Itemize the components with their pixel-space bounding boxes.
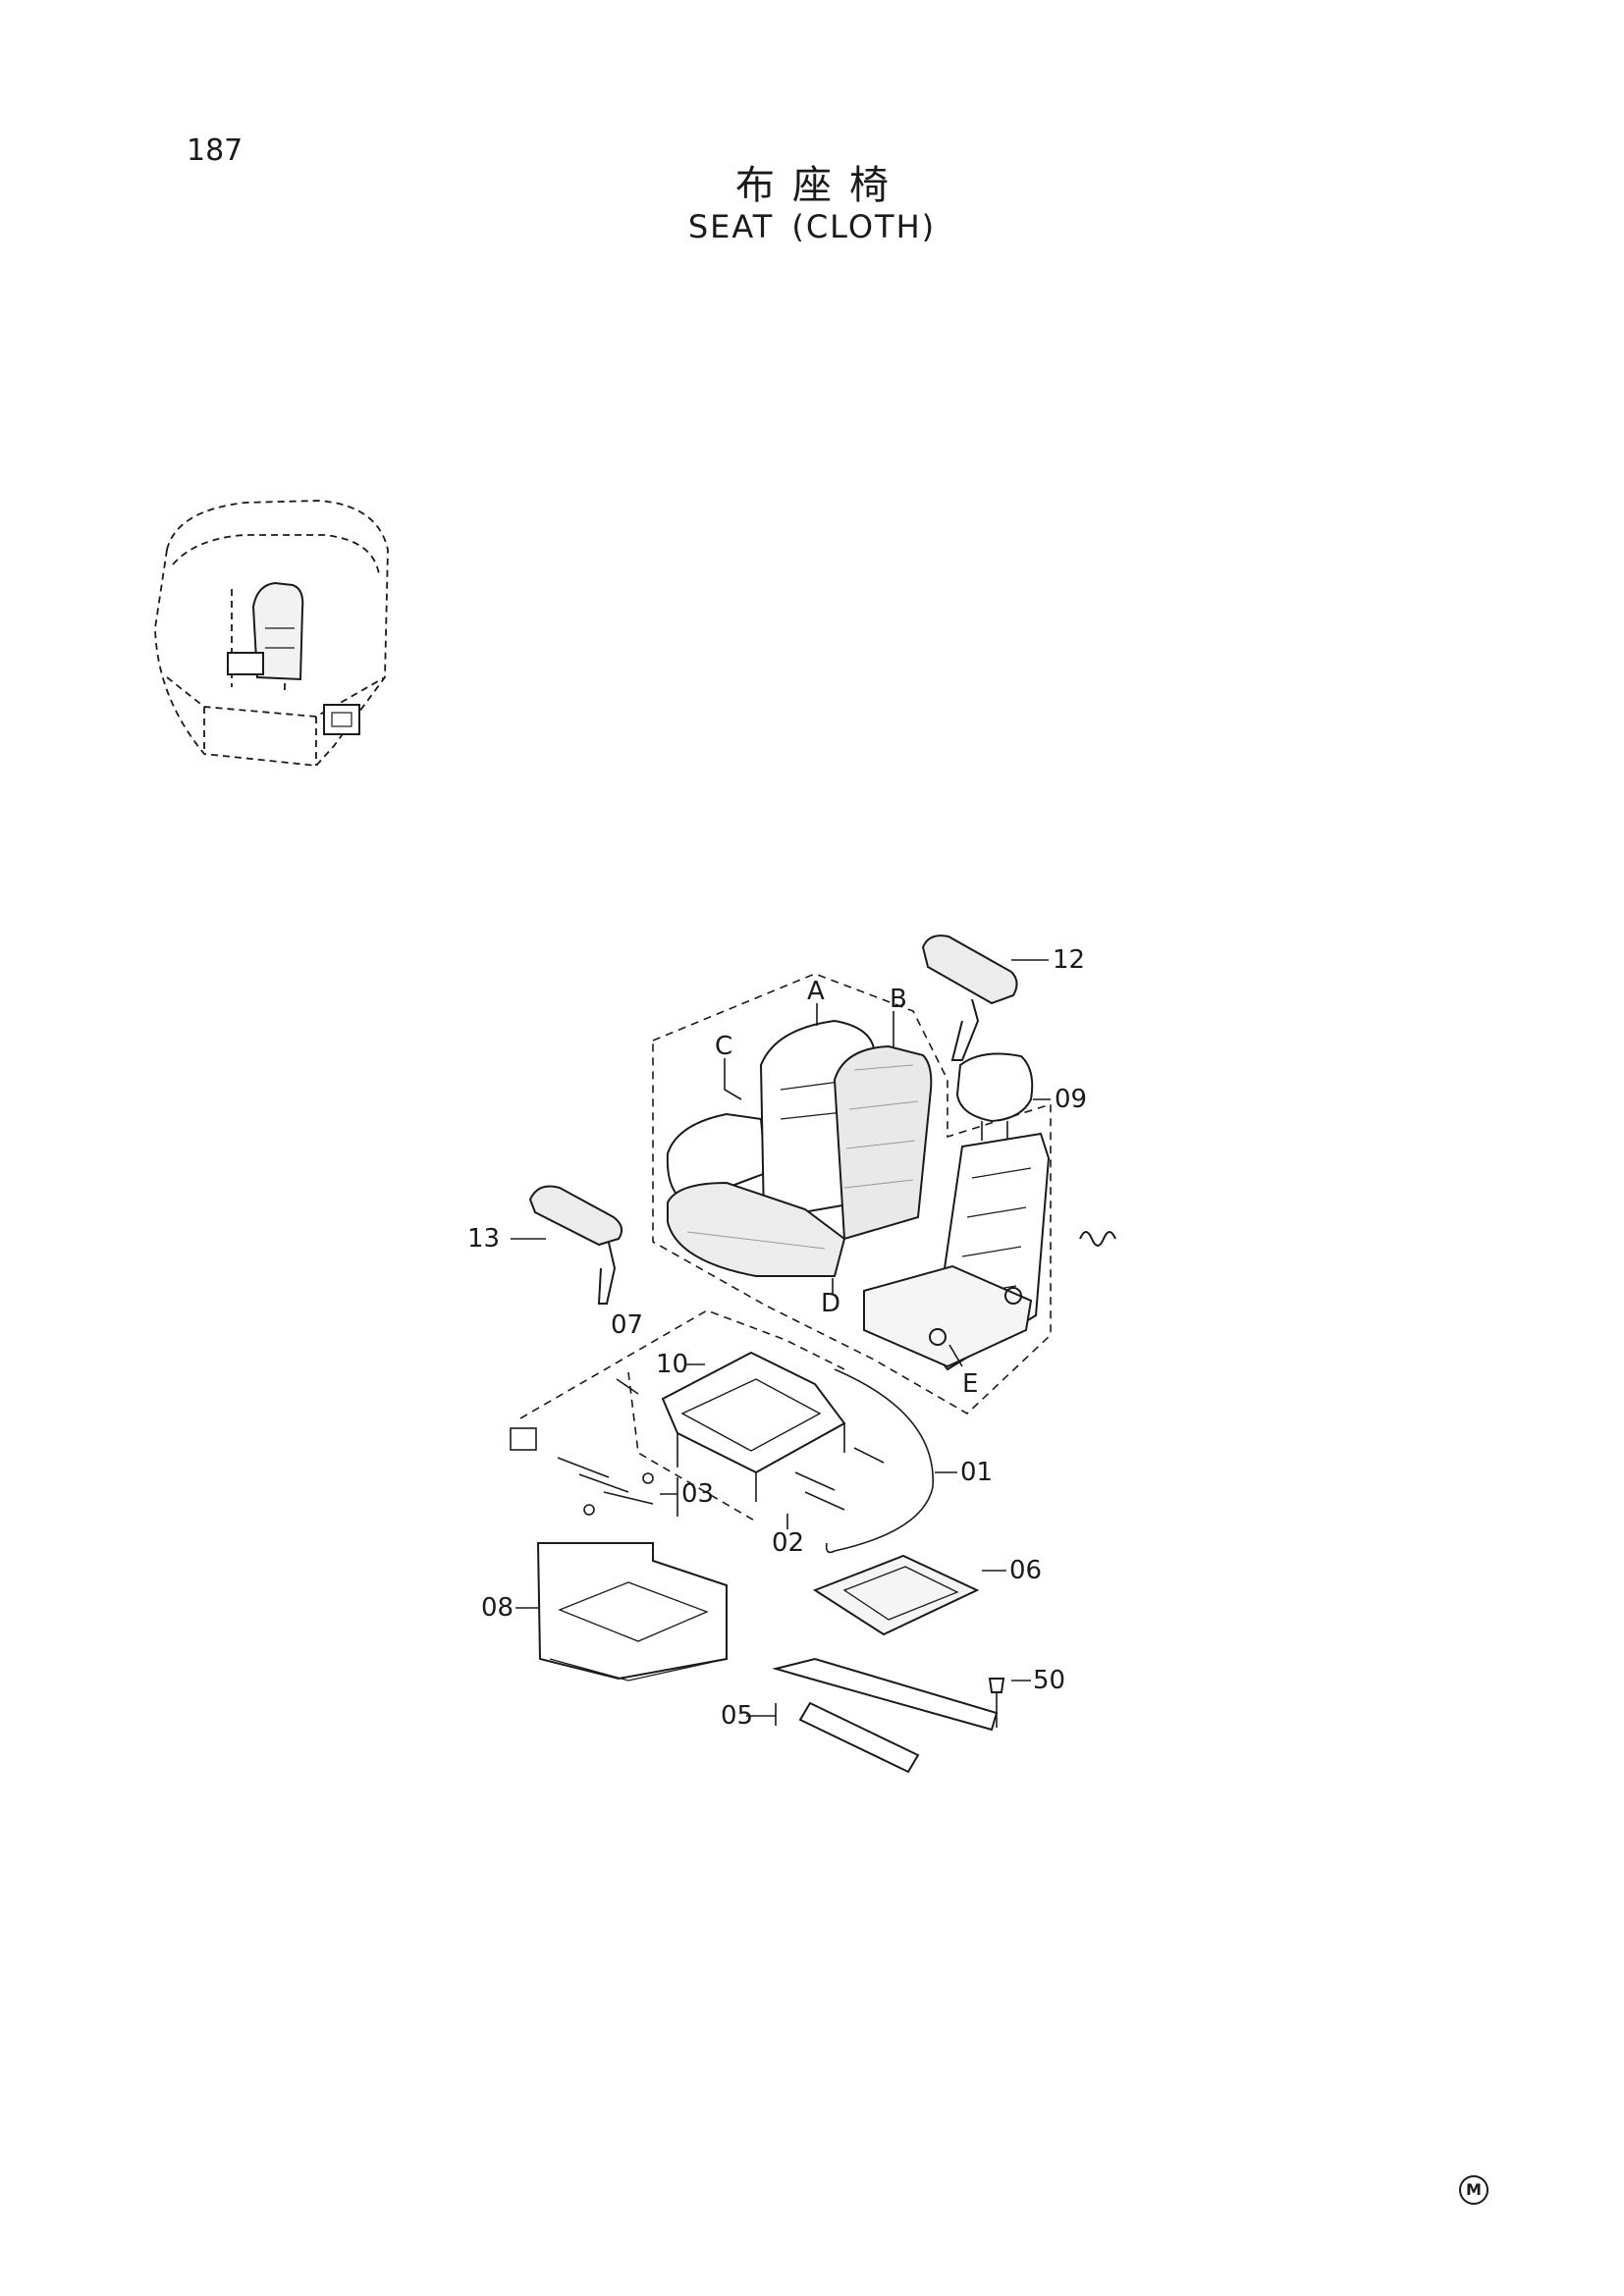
circled-m-mark: M	[1459, 2175, 1489, 2205]
title-english-cloth: (CLOTH)	[791, 208, 937, 245]
title-japanese: 布座椅	[735, 163, 906, 208]
title-english: SEAT (CLOTH)	[0, 208, 1624, 245]
slide-rail-group	[519, 1309, 845, 1522]
callout-50: 50	[1033, 1666, 1065, 1695]
title-english-seat: SEAT	[687, 208, 775, 245]
headrest-09-illustration	[955, 1052, 1034, 1141]
callout-13: 13	[467, 1224, 500, 1254]
callout-10: 10	[656, 1350, 688, 1379]
cab-seat-thumbnail	[227, 581, 360, 735]
cable-01-illustration	[825, 1368, 934, 1554]
bolt-50-illustration	[988, 1678, 1005, 1728]
suspension-08-illustration	[536, 1542, 728, 1682]
seat-frame-e-illustration	[863, 1132, 1051, 1371]
seat-cushion-illustration	[666, 1019, 933, 1277]
armrest-12-illustration	[921, 934, 1018, 1061]
slide-06-illustration	[812, 1554, 980, 1636]
rail-05-illustration	[772, 1657, 999, 1774]
callout-a: A	[807, 977, 825, 1006]
callout-03: 03	[681, 1479, 714, 1509]
callout-07: 07	[611, 1310, 643, 1340]
callout-12: 12	[1053, 945, 1085, 975]
leader-lines	[511, 959, 1051, 1726]
callout-e: E	[962, 1369, 978, 1399]
callout-09: 09	[1055, 1085, 1087, 1114]
callout-02: 02	[772, 1528, 804, 1558]
callout-d: D	[821, 1289, 840, 1318]
callout-01: 01	[960, 1458, 993, 1487]
callout-08: 08	[481, 1593, 514, 1623]
callout-labels: 12 A B C 09 13 D 07 E 10 01 03 02 06 08 …	[467, 945, 1087, 1731]
small-parts-03-illustration	[510, 1427, 654, 1516]
callout-05: 05	[721, 1701, 753, 1731]
page-number: 187	[187, 133, 244, 168]
callout-b: B	[890, 985, 907, 1014]
spring-symbol	[1079, 1231, 1116, 1247]
callout-06: 06	[1009, 1556, 1042, 1585]
bracket-10-illustration	[661, 1351, 846, 1502]
armrest-13-illustration	[528, 1185, 623, 1305]
bolts-02-illustration	[616, 1378, 885, 1511]
seat-assembly-group	[652, 973, 1052, 1415]
callout-c: C	[715, 1032, 732, 1061]
